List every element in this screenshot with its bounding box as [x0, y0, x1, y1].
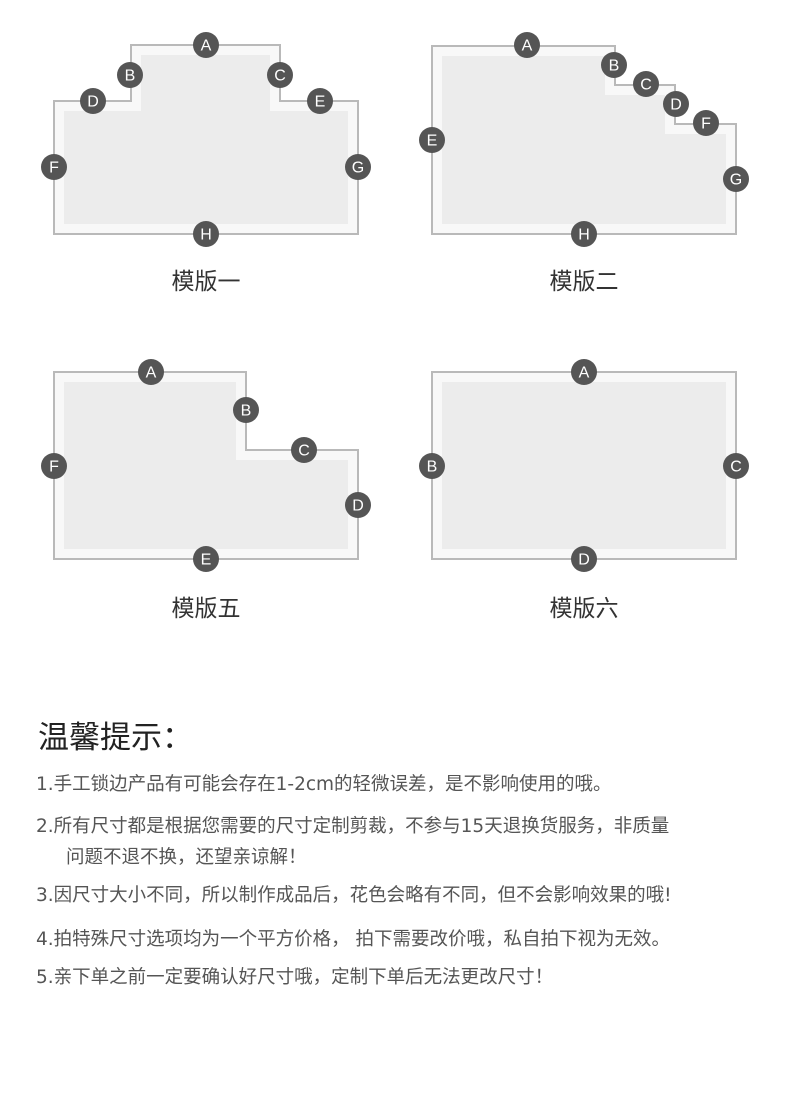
svg-text:D: D: [670, 97, 682, 114]
template-2-label-a: A: [514, 32, 540, 58]
template-1-caption: 模版一: [171, 269, 241, 295]
template-5-label-b: B: [233, 397, 259, 423]
template-2-caption: 模版二: [549, 269, 619, 295]
notice-tip-2: 2.所有尺寸都是根据您需要的尺寸定制剪裁，不参与15天退换货服务，非质量: [36, 816, 670, 837]
svg-text:F: F: [49, 459, 59, 476]
template-diagrams: A B C D E F G H A B C D F E G H A B C D …: [41, 32, 749, 572]
template-2-shape: [431, 45, 737, 235]
svg-text:D: D: [578, 552, 590, 569]
svg-text:C: C: [640, 77, 652, 94]
template-1-label-g: G: [345, 154, 371, 180]
template-5-caption: 模版五: [171, 596, 241, 622]
notice-tip-1: 1.手工锁边产品有可能会存在1-2cm的轻微误差，是不影响使用的哦。: [36, 774, 612, 795]
svg-text:C: C: [298, 443, 310, 460]
template-2-label-f: F: [693, 110, 719, 136]
svg-text:C: C: [730, 459, 742, 476]
template-1-shape: [53, 44, 359, 235]
template-2-label-c: C: [633, 71, 659, 97]
svg-text:B: B: [427, 459, 438, 476]
svg-text:A: A: [579, 365, 590, 382]
template-5-label-f: F: [41, 453, 67, 479]
notice-tip-2-continuation: 问题不退不换，还望亲谅解！: [66, 847, 307, 868]
svg-text:D: D: [352, 498, 364, 515]
svg-text:B: B: [241, 403, 252, 420]
template-5-label-d: D: [345, 492, 371, 518]
template-1-label-f: F: [41, 154, 67, 180]
template-6-label-b: B: [419, 453, 445, 479]
template-5-label-c: C: [291, 437, 317, 463]
template-5-shape: [53, 371, 359, 560]
svg-text:G: G: [730, 172, 742, 189]
svg-text:B: B: [125, 68, 136, 85]
template-2-label-e: E: [419, 127, 445, 153]
svg-text:B: B: [609, 58, 620, 75]
template-2-label-d: D: [663, 91, 689, 117]
template-1-label-d: D: [80, 88, 106, 114]
template-6-shape: [431, 371, 737, 560]
svg-text:D: D: [87, 94, 99, 111]
notice-tip-5: 5.亲下单之前一定要确认好尺寸哦，定制下单后无法更改尺寸！: [36, 967, 554, 988]
svg-text:E: E: [427, 133, 438, 150]
template-6-label-d: D: [571, 546, 597, 572]
svg-text:H: H: [578, 227, 590, 244]
svg-text:A: A: [146, 365, 157, 382]
svg-text:A: A: [201, 38, 212, 55]
template-1-label-h: H: [193, 221, 219, 247]
template-2-label-h: H: [571, 221, 597, 247]
notice-tip-4: 4.拍特殊尺寸选项均为一个平方价格， 拍下需要改价哦，私自拍下视为无效。: [36, 929, 671, 950]
svg-text:G: G: [352, 160, 364, 177]
svg-text:F: F: [701, 116, 711, 133]
template-1-label-a: A: [193, 32, 219, 58]
template-1-label-e: E: [307, 88, 333, 114]
svg-text:A: A: [522, 38, 533, 55]
svg-text:C: C: [274, 68, 286, 85]
template-6-caption: 模版六: [549, 596, 619, 622]
template-6-label-a: A: [571, 359, 597, 385]
svg-text:E: E: [201, 552, 212, 569]
svg-text:H: H: [200, 227, 212, 244]
template-2-label-g: G: [723, 166, 749, 192]
template-5-label-a: A: [138, 359, 164, 385]
template-5-label-e: E: [193, 546, 219, 572]
template-1-label-c: C: [267, 62, 293, 88]
template-6-label-c: C: [723, 453, 749, 479]
notice-title: 温馨提示：: [38, 720, 193, 756]
template-2-label-b: B: [601, 52, 627, 78]
svg-text:E: E: [315, 94, 326, 111]
svg-text:F: F: [49, 160, 59, 177]
notice-tip-3: 3.因尺寸大小不同，所以制作成品后，花色会略有不同，但不会影响效果的哦!: [36, 885, 672, 906]
template-1-label-b: B: [117, 62, 143, 88]
